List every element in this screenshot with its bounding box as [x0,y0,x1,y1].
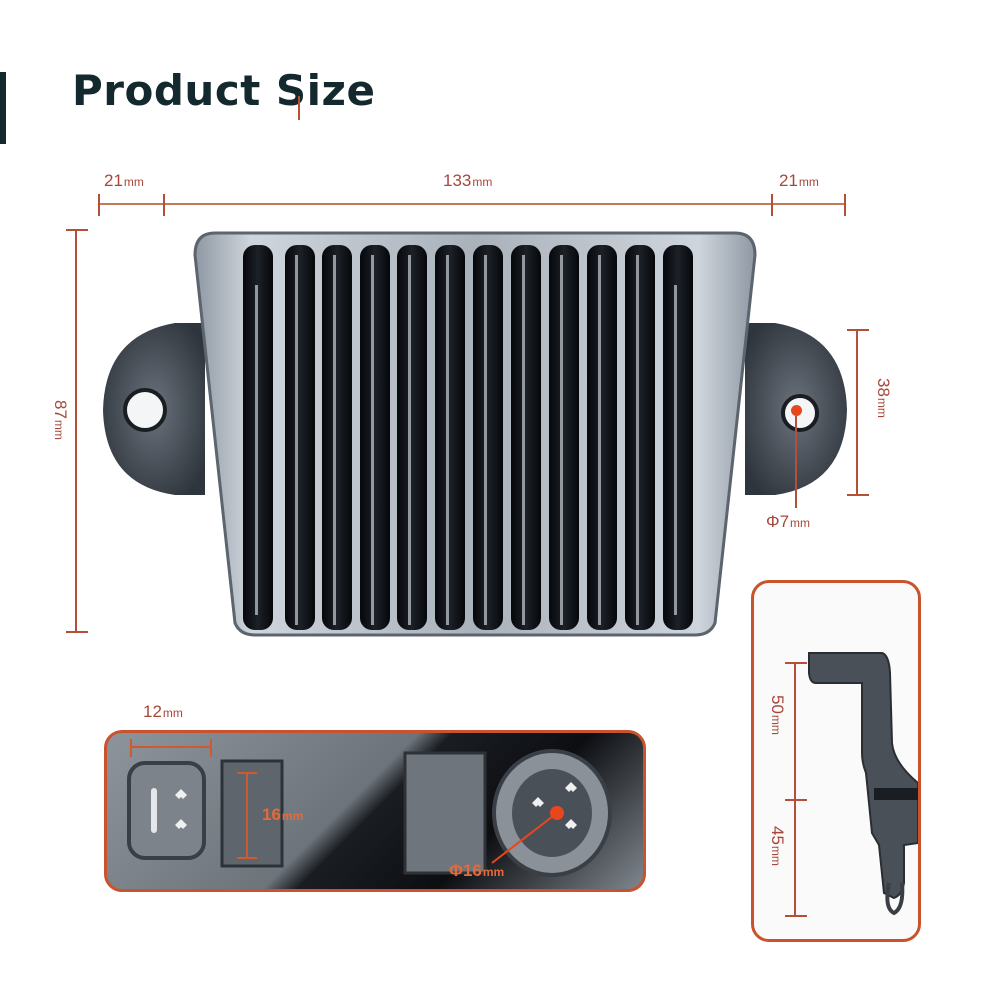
connector-height-label: 16mm [262,805,304,824]
page-title: Product Size [72,66,376,115]
mount-hole-marker [791,405,802,416]
width-dimension-line [98,203,846,205]
dimension-tick [98,194,100,216]
text-caret [298,96,300,120]
mount-hole-diameter-label: Φ7mm [766,512,811,531]
dimension-tick [66,631,88,633]
total-height-label: 87mm [51,400,70,440]
body-width-label: 133mm [443,171,493,190]
connector-detail-panel: 16mm Φ16mm [104,730,646,892]
round-connector-diameter-label: Φ16mm [449,861,505,880]
lower-height-label: 45mm [768,826,787,866]
connector-width-label: 12mm [143,702,183,721]
dimension-tick [66,229,88,231]
connector-detail-image [127,739,612,877]
dimension-tick [785,799,807,801]
side-height-dimension-line [794,663,796,916]
mount-hole-leader-line [795,416,797,508]
side-profile-image [808,652,918,916]
dimension-tick [785,915,807,917]
upper-height-label: 50mm [768,695,787,735]
ear-height-dimension-line [856,330,858,495]
dimension-tick [847,494,869,496]
title-accent-bar [0,72,6,144]
voltage-regulator-image [103,231,847,637]
left-ear-width-label: 21mm [104,171,144,190]
dimension-tick [771,194,773,216]
side-profile-panel: 50mm 45mm [751,580,921,942]
ear-height-label: 38mm [874,378,893,418]
dimension-tick [844,194,846,216]
height-dimension-line [75,230,77,632]
dimension-tick [163,194,165,216]
dimension-tick [847,329,869,331]
dimension-tick [785,662,807,664]
right-ear-width-label: 21mm [779,171,819,190]
